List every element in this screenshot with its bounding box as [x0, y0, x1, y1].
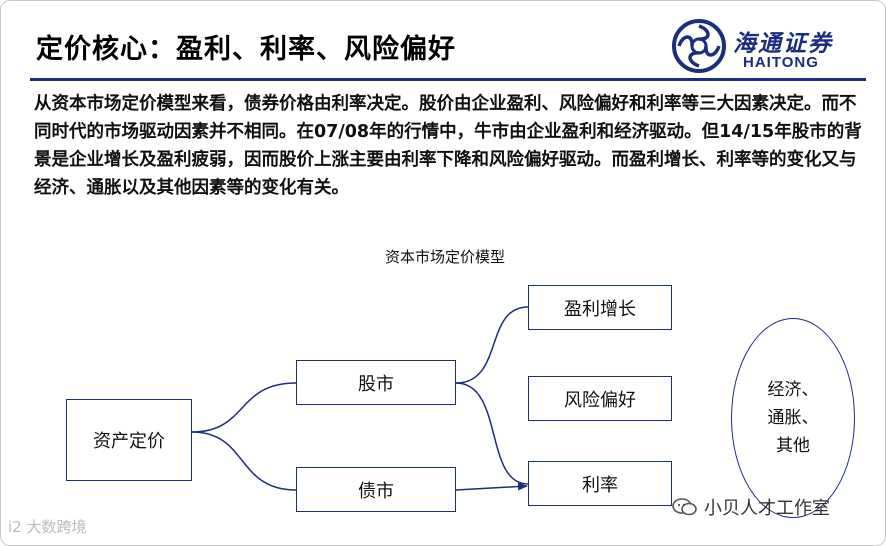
wechat-icon [672, 498, 697, 516]
node-asset-pricing: 资产定价 [66, 399, 192, 481]
diagram-title: 资本市场定价模型 [384, 248, 505, 266]
logo-english-name: HAITONG [743, 54, 819, 71]
node-stock-market: 股市 [296, 360, 456, 405]
watermark-right: 小贝人才工作室 [672, 494, 830, 520]
watermark-right-text: 小贝人才工作室 [704, 498, 830, 519]
haitong-logo: 海通证券 HAITONG [671, 18, 861, 76]
node-earnings-growth: 盈利增长 [528, 285, 672, 330]
title-divider [30, 78, 866, 81]
slide-title: 定价核心：盈利、利率、风险偏好 [36, 34, 456, 65]
macro-line-other: 其他 [776, 436, 810, 456]
haitong-emblem-icon [672, 19, 726, 73]
macro-line-inflation: 通胀、 [767, 408, 819, 428]
node-bond-market: 债市 [296, 467, 456, 512]
node-risk-appetite: 风险偏好 [528, 376, 672, 421]
macro-line-economy: 经济、 [767, 380, 819, 400]
logo-chinese-name: 海通证券 [733, 30, 833, 57]
watermark-left: i2 大数跨境 [8, 518, 87, 536]
node-macro-factors: 经济、 通胀、 其他 [731, 318, 855, 518]
node-interest-rate: 利率 [528, 461, 672, 506]
intro-paragraph: 从资本市场定价模型来看，债券价格由利率决定。股价由企业盈利、风险偏好和利率等三大… [34, 94, 862, 198]
